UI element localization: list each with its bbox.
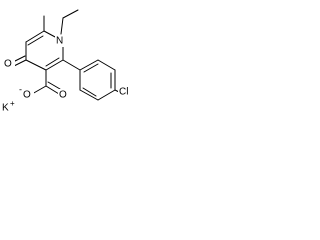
carboxylate-charge-label: - bbox=[19, 84, 22, 94]
bond-carboxyl-o-double-2 bbox=[47, 81, 61, 90]
bond-aryl-inner-3 bbox=[82, 87, 97, 97]
bond-carboxyl-o-single bbox=[31, 85, 47, 95]
bond-c3-c4 bbox=[25, 59, 47, 71]
chlorine-label: Cl bbox=[119, 87, 128, 98]
bond-ethyl-2 bbox=[62, 9, 79, 19]
bond-aryl-1 bbox=[79, 59, 99, 71]
chemical-structure: N O O O - Cl K + bbox=[2, 9, 134, 114]
bond-aryl-inner-1 bbox=[83, 63, 99, 73]
nitrogen-label: N bbox=[56, 36, 63, 47]
bond-c6-c5-double bbox=[27, 35, 44, 46]
potassium-charge-label: + bbox=[10, 99, 15, 108]
bond-c2-c3 bbox=[45, 59, 64, 71]
bond-carboxyl-o-double bbox=[45, 85, 60, 95]
carboxyl-oxygen-label: O bbox=[59, 90, 67, 101]
bond-c4-oxo bbox=[13, 59, 27, 67]
potassium-label: K bbox=[2, 103, 9, 114]
bond-aryl-2 bbox=[97, 59, 116, 71]
oxo-oxygen-label: O bbox=[4, 59, 12, 70]
carboxylate-group bbox=[31, 69, 61, 95]
bond-n1-ethyl-1 bbox=[60, 17, 64, 35]
bond-aryl-5 bbox=[79, 89, 99, 101]
atom-labels: N O O O - Cl K + bbox=[2, 35, 134, 114]
bond-c5-c6 bbox=[25, 30, 45, 43]
carboxylate-oxygen-label: O bbox=[23, 90, 31, 101]
bond-c6-n1 bbox=[43, 30, 58, 39]
bond-aryl-4 bbox=[97, 89, 116, 101]
chlorophenyl-ring bbox=[62, 59, 120, 101]
pyridinone-ring bbox=[12, 9, 79, 71]
bond-c2-c3-double bbox=[45, 57, 60, 67]
bond-c2-aryl bbox=[62, 59, 81, 71]
